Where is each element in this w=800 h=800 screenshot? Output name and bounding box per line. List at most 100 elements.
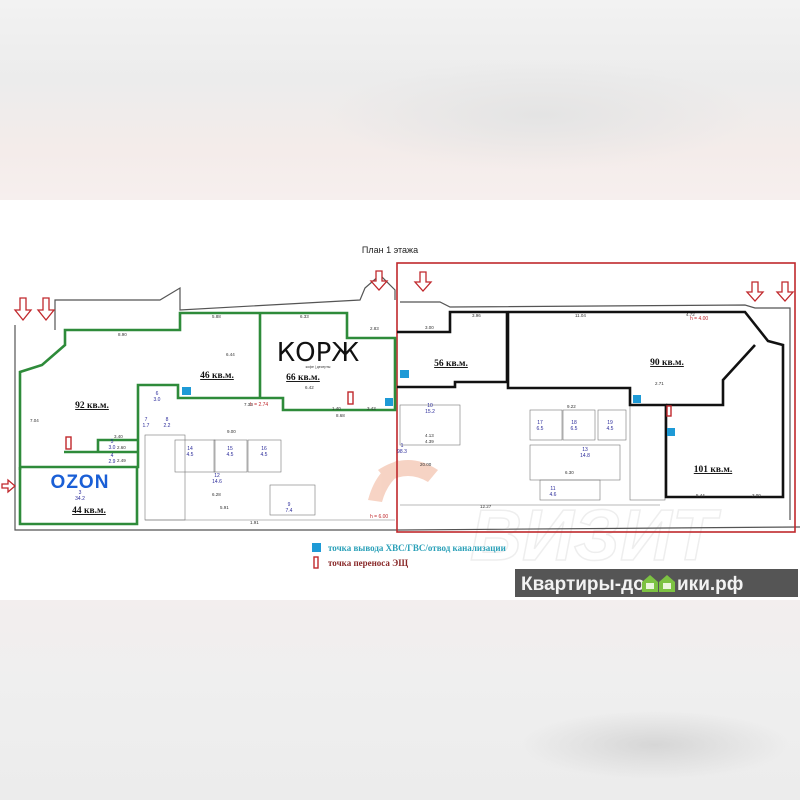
svg-text:9.22: 9.22 — [567, 404, 576, 409]
unit-area-66: 66 кв.м. — [286, 373, 320, 383]
banner-text-left: Квартиры-до — [521, 574, 645, 595]
arrow-down-icon — [413, 271, 433, 292]
svg-text:6.44: 6.44 — [226, 352, 235, 357]
svg-text:2.2: 2.2 — [164, 423, 171, 429]
green-units — [18, 311, 397, 526]
plan-sheet — [0, 200, 800, 600]
unit-area-92: 92 кв.м. — [75, 401, 109, 411]
unit-area-90: 90 кв.м. — [650, 358, 684, 368]
house-logo-icon — [642, 575, 675, 592]
svg-text:13: 13 — [582, 447, 588, 453]
svg-text:6.5: 6.5 — [537, 426, 544, 432]
svg-text:1: 1 — [401, 443, 404, 449]
ozon-logo: OZON — [51, 472, 110, 493]
svg-text:14.6: 14.6 — [212, 479, 222, 485]
svg-text:6.5: 6.5 — [571, 426, 578, 432]
arrow-down-icon — [36, 297, 56, 322]
svg-text:14: 14 — [187, 446, 193, 452]
svg-text:7.32: 7.32 — [244, 402, 253, 407]
svg-text:2.60: 2.60 — [117, 445, 126, 450]
svg-text:3.0: 3.0 — [154, 397, 161, 403]
legend-water: точка вывода ХВС/ГВС/отвод канализации — [328, 543, 506, 553]
svg-text:2.49: 2.49 — [117, 458, 126, 463]
electric-point-swatch — [313, 556, 319, 569]
svg-text:9: 9 — [288, 502, 291, 508]
plan-title: План 1 этажа — [362, 245, 418, 255]
arrow-down-icon — [13, 297, 33, 322]
svg-text:4.5: 4.5 — [187, 452, 194, 458]
svg-text:3.00: 3.00 — [425, 325, 434, 330]
svg-text:9.00: 9.00 — [227, 429, 236, 434]
room-numbers: 198.3 334.2 42.9 53.0 63.0 71.7 82.2 97.… — [75, 391, 614, 514]
svg-text:11.04: 11.04 — [575, 313, 586, 318]
svg-text:7: 7 — [145, 417, 148, 423]
blurred-background-top — [0, 0, 800, 200]
unit-area-101: 101 кв.м. — [694, 465, 732, 475]
svg-text:11: 11 — [550, 486, 555, 492]
unit-area-44: 44 кв.м. — [72, 506, 106, 516]
svg-text:7.04: 7.04 — [30, 418, 39, 423]
svg-text:20.00: 20.00 — [420, 462, 432, 467]
svg-text:5.88: 5.88 — [212, 314, 221, 319]
ceiling-height: h = 6.00 — [370, 514, 388, 520]
site-banner: Квартиры-до ики.рф — [515, 569, 798, 597]
svg-text:4.72: 4.72 — [686, 312, 695, 317]
unit-area-56: 56 кв.м. — [434, 359, 468, 369]
svg-text:5.91: 5.91 — [220, 505, 229, 510]
unit-area-46: 46 кв.м. — [200, 371, 234, 381]
svg-text:6.30: 6.30 — [565, 470, 574, 475]
svg-text:3.00: 3.00 — [752, 493, 761, 498]
svg-text:8: 8 — [166, 417, 169, 423]
svg-text:98.3: 98.3 — [397, 449, 407, 455]
svg-text:2.83: 2.83 — [370, 326, 379, 331]
svg-text:3: 3 — [79, 490, 82, 496]
banner-text-right: ики.рф — [677, 574, 743, 595]
svg-text:3.43: 3.43 — [367, 406, 376, 411]
electric-points — [65, 391, 672, 450]
svg-text:15: 15 — [227, 446, 233, 452]
highlight-zone-red — [396, 262, 796, 533]
svg-text:2.9: 2.9 — [109, 459, 116, 465]
svg-text:3.0: 3.0 — [109, 445, 116, 451]
svg-text:18: 18 — [571, 420, 577, 426]
svg-text:4.39: 4.39 — [425, 439, 434, 444]
svg-text:4.5: 4.5 — [607, 426, 614, 432]
svg-text:3.40: 3.40 — [114, 434, 123, 439]
legend: точка вывода ХВС/ГВС/отвод канализации т… — [312, 543, 506, 569]
arrow-down-icon — [745, 281, 765, 302]
svg-text:4: 4 — [111, 453, 114, 459]
svg-text:12.27: 12.27 — [480, 504, 492, 509]
svg-text:4.5: 4.5 — [261, 452, 268, 458]
svg-text:19: 19 — [607, 420, 613, 426]
ceiling-height: h = 4.00 — [690, 316, 708, 322]
black-units — [397, 310, 785, 499]
svg-text:6.28: 6.28 — [212, 492, 221, 497]
svg-text:7.4: 7.4 — [286, 508, 293, 514]
vizit-watermark: ВИЗИТ — [368, 460, 723, 577]
svg-text:2.71: 2.71 — [655, 381, 664, 386]
svg-text:6.42: 6.42 — [305, 385, 314, 390]
svg-text:6.33: 6.33 — [300, 314, 309, 319]
svg-text:14.8: 14.8 — [580, 453, 590, 459]
svg-text:6: 6 — [156, 391, 159, 397]
watermark-text: ВИЗИТ — [470, 496, 722, 576]
svg-text:1.40: 1.40 — [332, 406, 341, 411]
korzh-logo: КОРЖ — [277, 338, 360, 368]
svg-text:5: 5 — [111, 439, 114, 445]
svg-text:8.68: 8.68 — [336, 413, 345, 418]
arrow-down-icon — [775, 281, 795, 302]
blurred-background-bottom — [0, 600, 800, 800]
water-points — [182, 370, 675, 436]
svg-text:1.91: 1.91 — [250, 520, 259, 525]
svg-text:4.5: 4.5 — [227, 452, 234, 458]
svg-text:10: 10 — [427, 403, 433, 409]
dimension-labels: 8.90 5.88 6.33 2.83 3.00 3.96 11.04 4.72… — [30, 312, 761, 525]
svg-text:17: 17 — [537, 420, 543, 426]
svg-text:4.13: 4.13 — [425, 433, 434, 438]
entrance-arrows — [1, 270, 795, 494]
svg-text:15.2: 15.2 — [425, 409, 435, 415]
svg-text:5.44: 5.44 — [696, 493, 705, 498]
svg-text:12: 12 — [214, 473, 220, 479]
arrow-right-icon — [1, 478, 16, 494]
